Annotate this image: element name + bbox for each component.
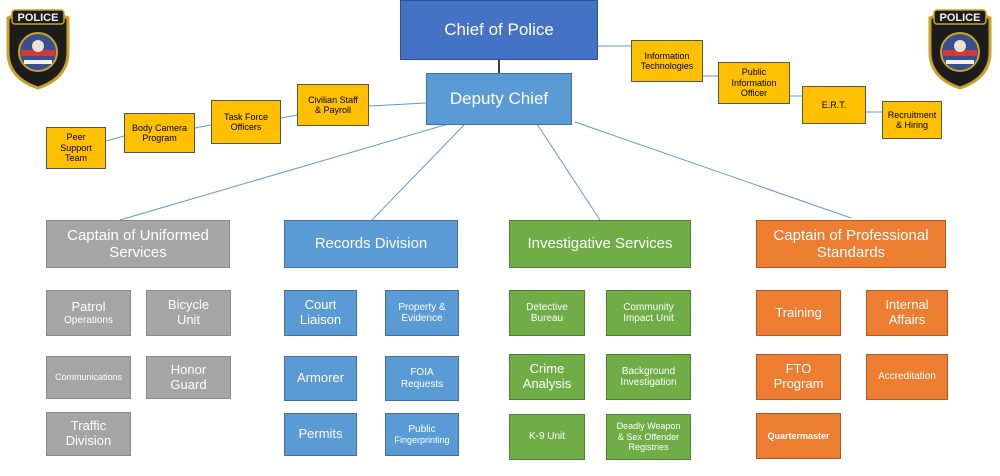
connector-deputy-professional <box>574 121 852 219</box>
fto-program-box[interactable]: FTO Program <box>756 354 841 400</box>
connector-deputy-records <box>371 123 466 221</box>
permits-box[interactable]: Permits <box>284 413 357 456</box>
body-camera-program-box[interactable]: Body Camera Program <box>124 113 195 153</box>
quartermaster-box[interactable]: Quartermaster <box>756 413 841 459</box>
police-patch-icon-right: POLICE <box>928 9 992 90</box>
public-fingerprinting-box[interactable]: Public Fingerprinting <box>385 413 459 456</box>
honor-guard-box[interactable]: Honor Guard <box>146 356 231 399</box>
recruitment-hiring-box[interactable]: Recruitment & Hiring <box>882 101 942 139</box>
fingerprinting-label: Fingerprinting <box>394 435 450 446</box>
foia-requests-box[interactable]: FOIA Requests <box>385 356 459 401</box>
internal-affairs-box[interactable]: Internal Affairs <box>866 290 948 336</box>
investigative-services-box[interactable]: Investigative Services <box>509 220 691 268</box>
court-liaison-box[interactable]: Court Liaison <box>284 290 357 336</box>
armorer-box[interactable]: Armorer <box>284 356 357 401</box>
connector-deputy-investigative <box>536 123 601 221</box>
chief-of-police-box[interactable]: Chief of Police <box>400 0 598 60</box>
operations-label: Operations <box>64 314 113 326</box>
accreditation-box[interactable]: Accreditation <box>866 354 948 400</box>
svg-text:POLICE: POLICE <box>18 12 59 24</box>
captain-professional-standards-box[interactable]: Captain of Professional Standards <box>756 220 946 268</box>
information-technologies-box[interactable]: Information Technologies <box>631 40 703 82</box>
connector-bodycam-peer <box>105 135 125 142</box>
police-patch-icon-left: POLICE <box>6 9 70 90</box>
records-division-box[interactable]: Records Division <box>284 220 458 268</box>
crime-analysis-box[interactable]: Crime Analysis <box>509 354 585 400</box>
traffic-division-box[interactable]: Traffic Division <box>46 412 131 456</box>
deputy-chief-box[interactable]: Deputy Chief <box>426 73 572 125</box>
connector-deputy-civilian <box>368 102 427 107</box>
public-label: Public <box>408 423 436 435</box>
patrol-operations-box[interactable]: Patrol Operations <box>46 290 131 336</box>
community-impact-unit-box[interactable]: Community Impact Unit <box>606 290 691 336</box>
connector-civilian-taskforce <box>280 114 298 119</box>
task-force-officers-box[interactable]: Task Force Officers <box>211 100 281 144</box>
connector-deputy-uniformed <box>119 121 456 221</box>
captain-uniformed-services-box[interactable]: Captain of Uniformed Services <box>46 220 230 268</box>
public-information-officer-box[interactable]: Public Information Officer <box>718 62 790 104</box>
deadly-weapon-sex-offender-registries-box[interactable]: Deadly Weapon & Sex Offender Registries <box>606 414 691 460</box>
connector-taskforce-bodycam <box>194 124 212 129</box>
civilian-staff-payroll-box[interactable]: Civilian Staff & Payroll <box>297 84 369 126</box>
k9-unit-box[interactable]: K-9 Unit <box>509 414 585 460</box>
patrol-label: Patrol <box>71 298 106 314</box>
property-evidence-box[interactable]: Property & Evidence <box>385 290 459 336</box>
communications-box[interactable]: Communications <box>46 356 131 399</box>
training-box[interactable]: Training <box>756 290 841 336</box>
ert-box[interactable]: E.R.T. <box>802 86 866 124</box>
svg-text:POLICE: POLICE <box>940 12 981 24</box>
bicycle-unit-box[interactable]: Bicycle Unit <box>146 290 231 336</box>
background-investigation-box[interactable]: Background Investigation <box>606 354 691 400</box>
peer-support-team-box[interactable]: Peer Support Team <box>46 127 106 169</box>
detective-bureau-box[interactable]: Detective Bureau <box>509 290 585 336</box>
